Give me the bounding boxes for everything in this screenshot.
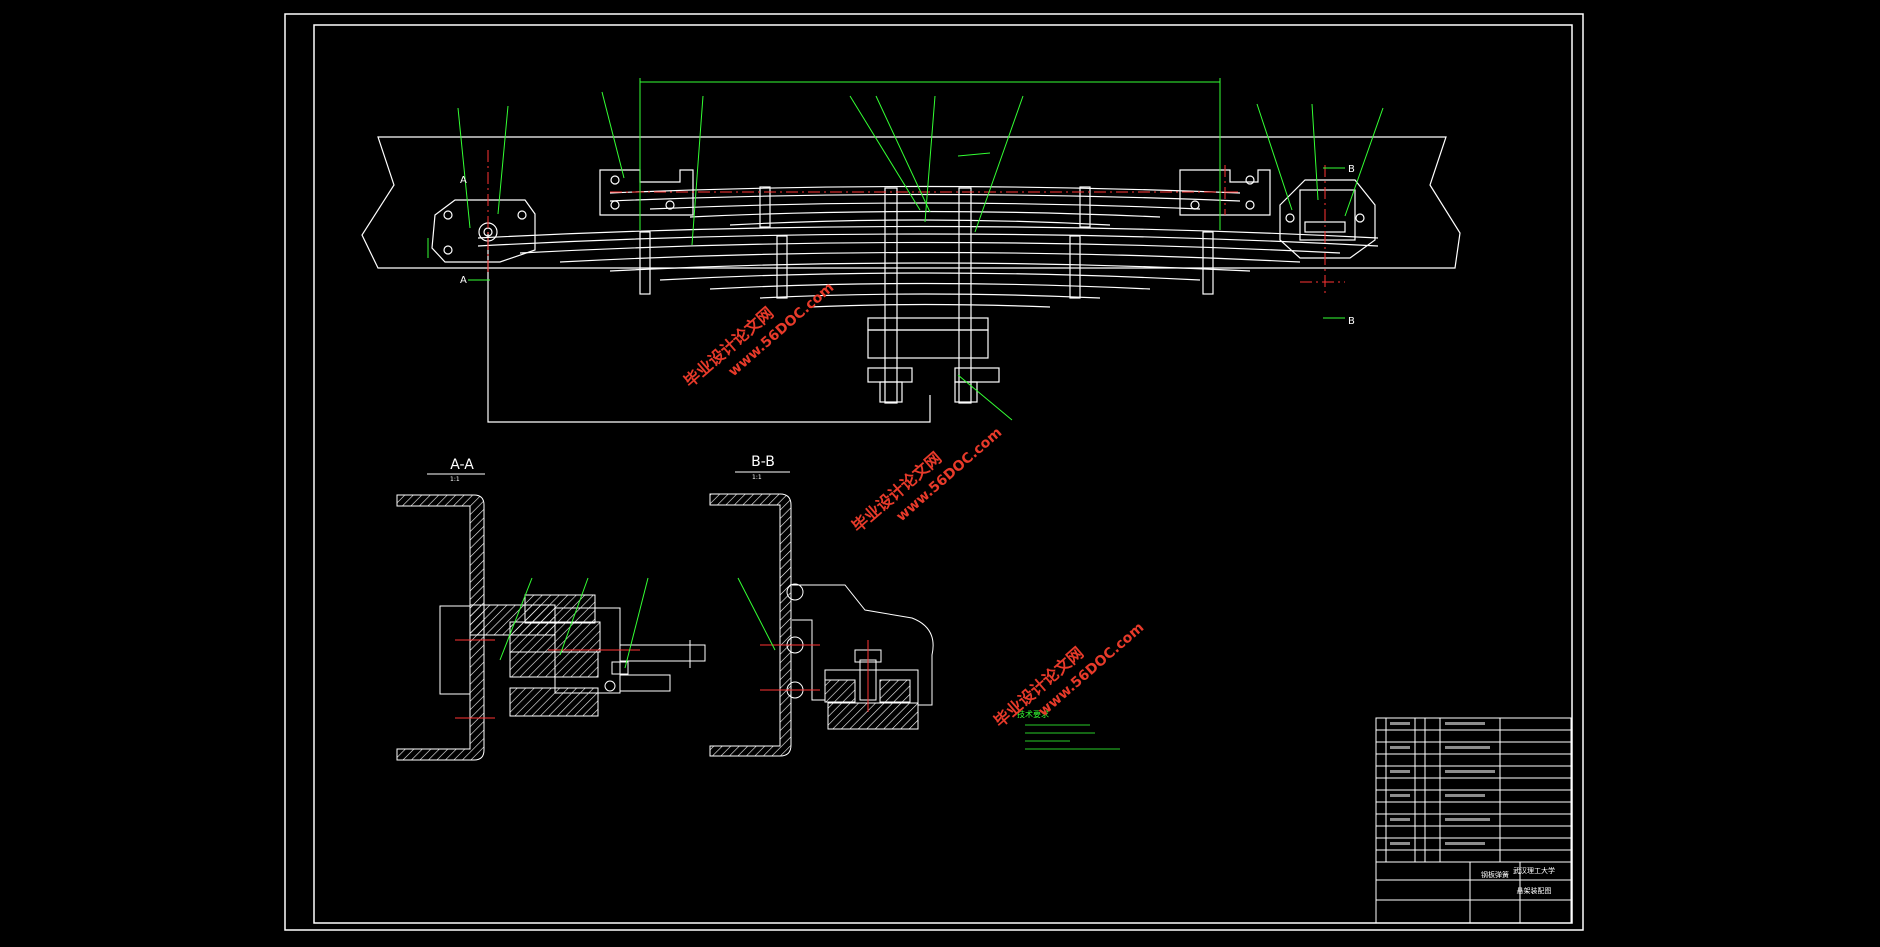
section-aa-view: A-A 1:1 bbox=[396, 457, 706, 761]
section-mark-a-1: A bbox=[460, 275, 467, 286]
section-aa-title: A-A bbox=[450, 457, 474, 473]
tech-notes-title: 技术要求 bbox=[1017, 709, 1049, 719]
section-bb-view: B-B 1:1 bbox=[709, 454, 934, 757]
section-aa-scale: 1:1 bbox=[450, 476, 460, 483]
watermark-1: 毕业设计论文网 www.56DOC.com bbox=[680, 280, 837, 391]
section-bb-title: B-B bbox=[751, 454, 775, 470]
outer-frame bbox=[284, 13, 1584, 931]
title-block: 武汉理工大学 钢板弹簧 悬架装配图 bbox=[1375, 717, 1572, 924]
title-block-drawing-name: 悬架装配图 bbox=[1517, 886, 1552, 895]
main-view-leaf-spring bbox=[361, 136, 1461, 423]
section-mark-a-2: A bbox=[460, 175, 467, 186]
dimension-and-leader-lines bbox=[427, 78, 1384, 421]
section-cut-marks: A A B B bbox=[460, 164, 1355, 327]
title-block-school: 武汉理工大学 bbox=[1513, 866, 1555, 875]
title-block-part-name: 钢板弹簧 bbox=[1481, 870, 1509, 879]
section-mark-b-2: B bbox=[1348, 316, 1355, 327]
section-mark-b-1: B bbox=[1348, 164, 1355, 175]
inner-frame bbox=[313, 24, 1573, 924]
technical-notes: 技术要求 bbox=[1017, 709, 1120, 750]
watermark-2: 毕业设计论文网 www.56DOC.com bbox=[848, 425, 1005, 536]
section-bb-scale: 1:1 bbox=[752, 474, 762, 481]
